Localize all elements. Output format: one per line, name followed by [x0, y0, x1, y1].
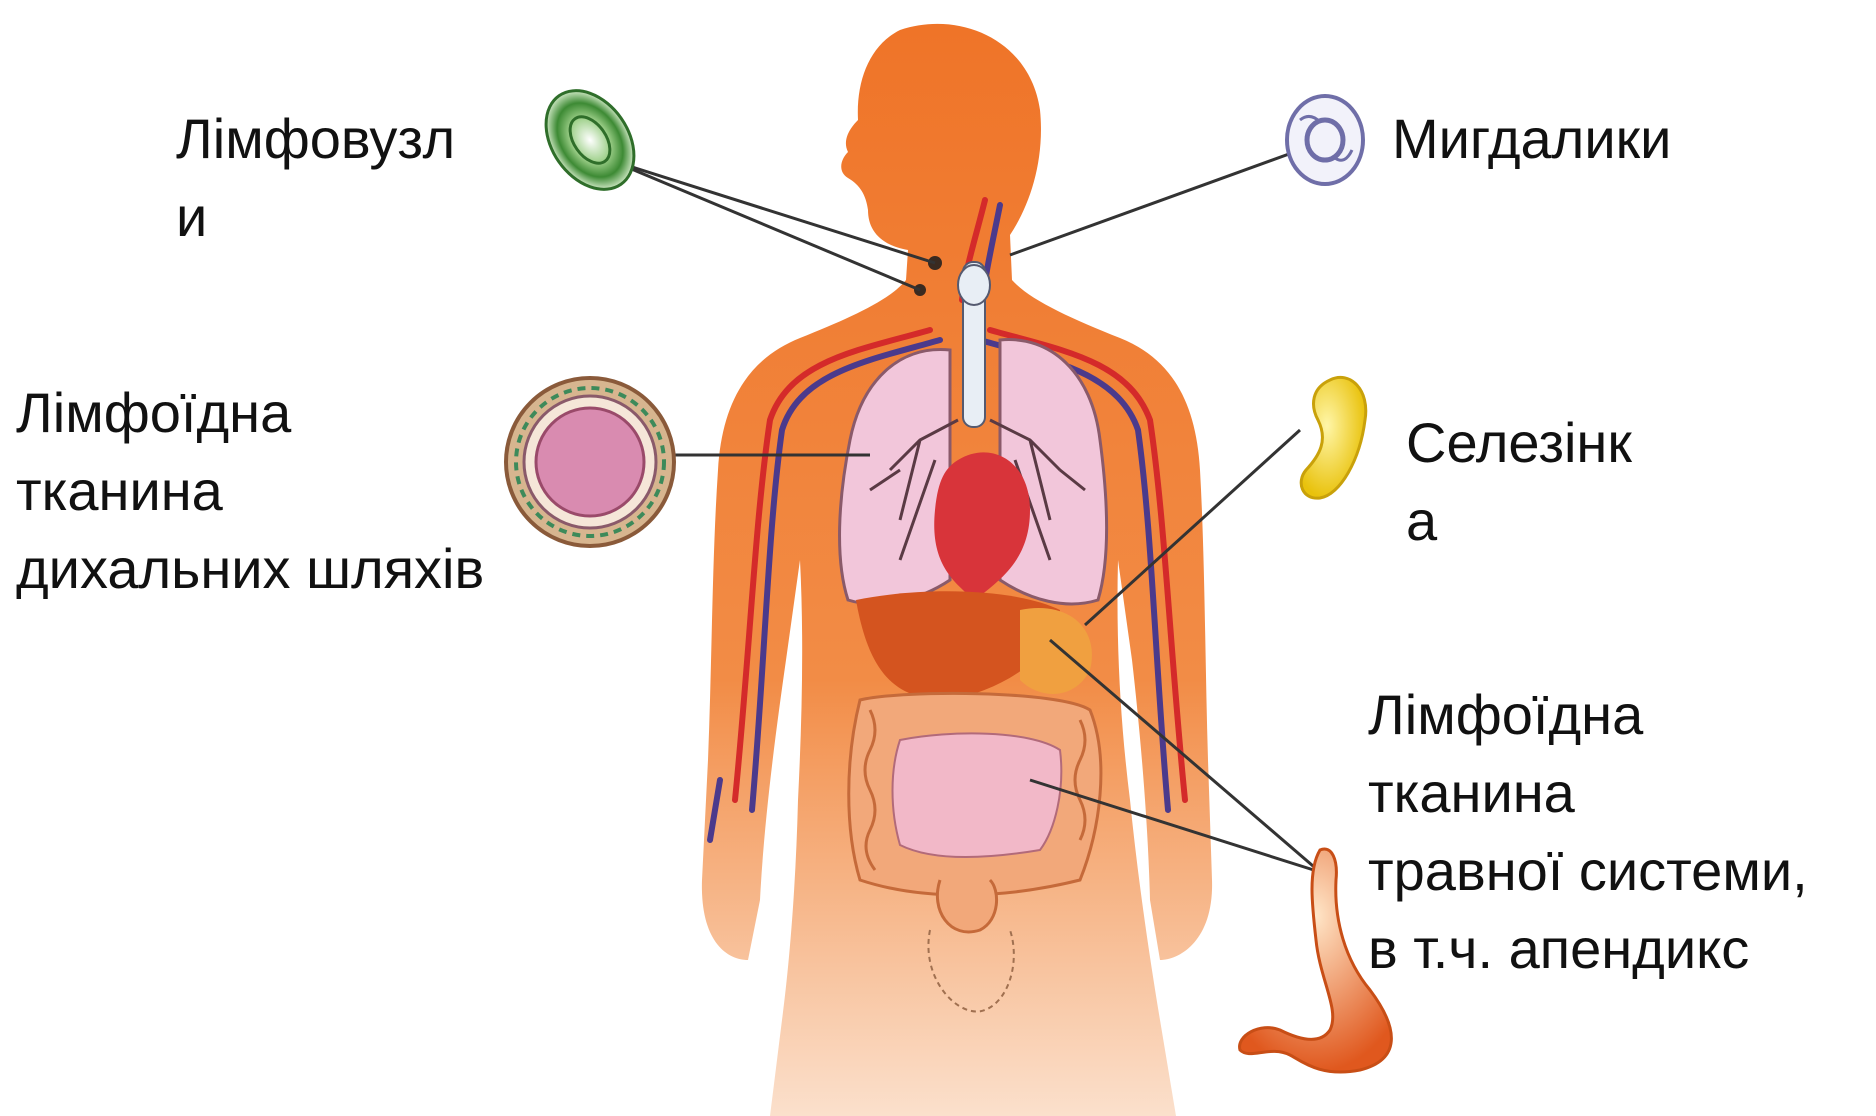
digestive-label-line: в т.ч. апендикс — [1368, 910, 1808, 988]
spleen-label-line: а — [1406, 482, 1632, 560]
respiratory-lymphoid-tissue-label: Лімфоїдна тканина дихальних шляхів — [16, 374, 484, 608]
tonsils-label: Мигдалики — [1392, 100, 1671, 178]
spleen-icon — [1301, 377, 1366, 498]
lymph-nodes-label-line: Лімфовузл — [176, 100, 455, 178]
digestive-label-line: травної системи, — [1368, 832, 1808, 910]
digestive-label-line: тканина — [1368, 754, 1808, 832]
airway-cross-section-icon — [506, 378, 674, 546]
tonsils-label-line: Мигдалики — [1392, 100, 1671, 178]
respiratory-label-line: дихальних шляхів — [16, 530, 484, 608]
lymph-node-icon — [528, 74, 652, 206]
trachea — [958, 262, 990, 427]
lymph-nodes-label-line: и — [176, 178, 455, 256]
respiratory-label-line: Лімфоїдна — [16, 374, 484, 452]
respiratory-label-line: тканина — [16, 452, 484, 530]
digestive-lymphoid-tissue-label: Лімфоїдна тканина травної системи, в т.ч… — [1368, 676, 1808, 988]
spleen-label-line: Селезінк — [1406, 404, 1632, 482]
digestive-label-line: Лімфоїдна — [1368, 676, 1808, 754]
spleen-label: Селезінк а — [1406, 404, 1632, 560]
tonsil-icon — [1287, 96, 1363, 184]
lymph-nodes-label: Лімфовузл и — [176, 100, 455, 256]
